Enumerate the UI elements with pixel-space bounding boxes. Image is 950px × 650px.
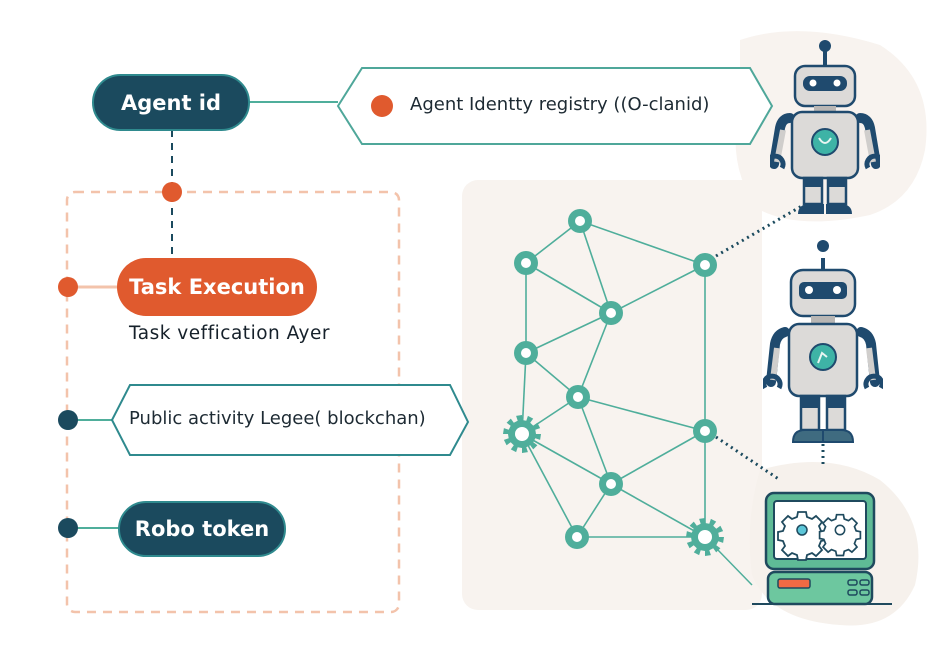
robo-token-label: Robo token	[134, 517, 270, 541]
network-edge	[610, 430, 706, 485]
network-edge	[577, 396, 706, 432]
network-edge	[577, 396, 612, 485]
gear-node-icon	[503, 415, 541, 453]
registry-text: Agent Identty registry ((O-clanid)	[410, 94, 710, 115]
task-verification-label: Task veffication Ayer	[129, 323, 330, 344]
gear-node-icon	[686, 518, 724, 556]
public-ledger-dot	[58, 410, 78, 430]
network-panel	[462, 180, 762, 610]
robot-icon	[763, 240, 883, 443]
task-execution-dot	[58, 277, 78, 297]
dotted-links	[715, 198, 825, 586]
network-node	[693, 419, 717, 443]
network-node	[599, 472, 623, 496]
network-edge	[521, 433, 578, 538]
network-edge	[577, 312, 612, 398]
network-edges	[521, 220, 706, 538]
task-execution-label: Task Execution	[129, 275, 305, 299]
task-execution-pill[interactable]: Task Execution	[117, 258, 317, 316]
network-edge	[579, 220, 706, 266]
network-node	[568, 209, 592, 233]
network-edge	[525, 312, 612, 354]
network-edge	[521, 433, 612, 485]
public-ledger-text: Public activity Legee( blockchan)	[129, 408, 426, 429]
link-to-computer	[715, 435, 781, 482]
network-edge	[525, 262, 612, 314]
network-node	[693, 253, 717, 277]
registry-hexagon	[336, 67, 774, 145]
network-edge	[579, 220, 612, 314]
public-ledger-hexagon	[110, 384, 470, 456]
agent-id-label: Agent id	[120, 90, 222, 115]
network-nodes	[503, 209, 724, 556]
link-to-top-robot	[715, 198, 813, 258]
registry-bullet-dot	[371, 95, 393, 117]
network-node	[599, 301, 623, 325]
network-node	[566, 385, 590, 409]
network-node	[514, 251, 538, 275]
robo-token-pill[interactable]: Robo token	[118, 501, 286, 557]
computer-gears-icon	[752, 491, 892, 606]
network-node	[565, 525, 589, 549]
network-edge	[610, 483, 706, 538]
frame-junction-dot	[162, 182, 182, 202]
agent-id-pill[interactable]: Agent id	[92, 74, 250, 131]
robo-token-dot	[58, 518, 78, 538]
robot-icon	[770, 40, 880, 214]
network-node	[514, 341, 538, 365]
link-gear-to-computer	[715, 547, 753, 586]
network-edge	[610, 264, 706, 314]
